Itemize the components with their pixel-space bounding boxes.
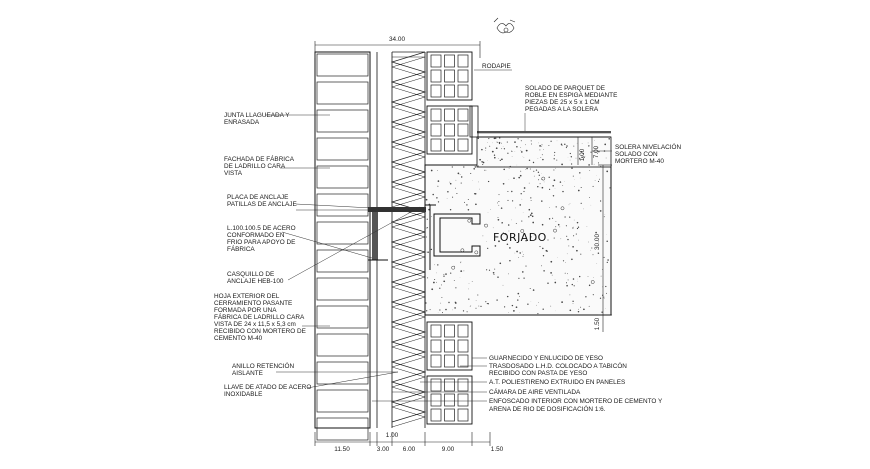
label-anillo-2: AISLANTE bbox=[232, 370, 263, 377]
dim-bottom-3: 3.00 bbox=[377, 446, 390, 453]
label-fachada-1: FACHADA DE FÁBRICA bbox=[224, 154, 295, 163]
label-hoja-3: FORMADA POR UNA bbox=[214, 307, 277, 314]
label-bottom-6: ENFOSCADO INTERIOR CON MORTERO DE CEMENT… bbox=[489, 398, 663, 405]
label-casquillo-1: CASQUILLO DE bbox=[227, 271, 274, 278]
label-bottom-4: A.T. POLIESTIRENO EXTRUIDO EN PANELES bbox=[489, 379, 625, 386]
dim-bottom-5: 9.00 bbox=[442, 446, 455, 453]
label-llave-2: INOXIDABLE bbox=[224, 391, 262, 398]
brick-facade bbox=[314, 51, 371, 441]
right-annotations: RODAPIE SOLADO DE PARQUET DE ROBLE EN ES… bbox=[372, 63, 681, 413]
dim-slab: 30.00 bbox=[594, 234, 601, 250]
label-patillas: PATILLAS DE ANCLAJE bbox=[227, 201, 297, 208]
label-placa: PLACA DE ANCLAJE bbox=[227, 194, 288, 201]
label-solado-3: PIEZAS DE 25 x 5 x 1 CM bbox=[525, 99, 600, 106]
inner-hollow-brick-wall bbox=[426, 51, 473, 425]
label-hoja-5: VISTA DE 24 x 11,5 x 5,3 cm bbox=[214, 321, 296, 328]
dim-right-top-inner: 1.00 bbox=[579, 148, 586, 161]
label-angular-2: CONFORMADO EN bbox=[227, 232, 285, 239]
label-junta-2: ENRASADA bbox=[224, 119, 260, 126]
section-mark-icon bbox=[493, 17, 516, 34]
label-angular-4: FÁBRICA bbox=[227, 244, 255, 253]
label-hoja-6: RECIBIDO CON MORTERO DE bbox=[214, 328, 306, 335]
label-solera-3: MORTERO M-40 bbox=[615, 158, 664, 165]
label-hoja-2: CERRAMIENTO PASANTE bbox=[214, 300, 292, 307]
rodapie bbox=[469, 105, 479, 138]
dim-bottom-4: 6.00 bbox=[403, 446, 416, 453]
label-bottom-3: RECIBIDO CON PASTA DE YESO bbox=[489, 370, 587, 377]
label-hoja-1: HOJA EXTERIOR DEL bbox=[214, 293, 280, 300]
dim-right-top: 7.00 bbox=[593, 145, 600, 158]
label-anillo-1: ANILLO RETENCIÓN bbox=[232, 361, 295, 370]
anchor-plate bbox=[368, 207, 426, 261]
label-fachada-2: DE LADRILLO CARA bbox=[224, 163, 286, 170]
left-annotations: JUNTA LLAGUEADA Y ENRASADA FACHADA DE FÁ… bbox=[214, 112, 421, 398]
label-solado-2: ROBLE EN ESPIGA MEDIANTE bbox=[525, 92, 617, 99]
dim-top-total: 34.00 bbox=[389, 36, 405, 43]
label-bottom-5: CÁMARA DE AIRE VENTILADA bbox=[489, 387, 581, 396]
forjado-label: FORJADO bbox=[493, 231, 547, 244]
label-solera-2: SOLADO CON bbox=[615, 151, 658, 158]
label-fachada-3: VISTA bbox=[224, 170, 243, 177]
dim-bottom-1: 11.50 bbox=[334, 446, 350, 453]
dim-right-bottom: 1.50 bbox=[594, 317, 601, 330]
label-casquillo-2: ANCLAJE HEB-100 bbox=[227, 278, 284, 285]
label-angular-3: FRIO PARA APOYO DE bbox=[227, 239, 295, 246]
label-solado-4: PEGADAS A LA SOLERA bbox=[525, 106, 599, 113]
insulation-layer bbox=[376, 51, 427, 428]
label-bottom-7: ARENA DE RIO DE DOSIFICACIÓN 1:6. bbox=[489, 404, 606, 413]
forjado-slab: FORJADO bbox=[424, 131, 612, 316]
label-bottom-2: TRASDOSADO L.H.D. COLOCADO A TABICÓN bbox=[489, 361, 627, 370]
label-hoja-7: CEMENTO M-40 bbox=[214, 335, 263, 342]
label-angular-1: L.100.100.5 DE ACERO bbox=[227, 225, 296, 232]
label-solado-1: SOLADO DE PARQUET DE bbox=[525, 85, 605, 92]
label-junta-1: JUNTA LLAGUEADA Y bbox=[224, 112, 290, 119]
label-hoja-4: FÁBRICA DE LADRILLO CARA bbox=[214, 312, 305, 321]
label-solera-1: SOLERA NIVELACIÓN bbox=[615, 142, 681, 151]
dim-bottom-2: 1.00 bbox=[386, 432, 399, 439]
dim-bottom-6: 1.50 bbox=[491, 446, 504, 453]
label-bottom-1: GUARNECIDO Y ENLUCIDO DE YESO bbox=[489, 355, 603, 362]
label-rodapie: RODAPIE bbox=[482, 63, 511, 70]
label-llave-1: LLAVE DE ATADO DE ACERO bbox=[224, 384, 311, 391]
